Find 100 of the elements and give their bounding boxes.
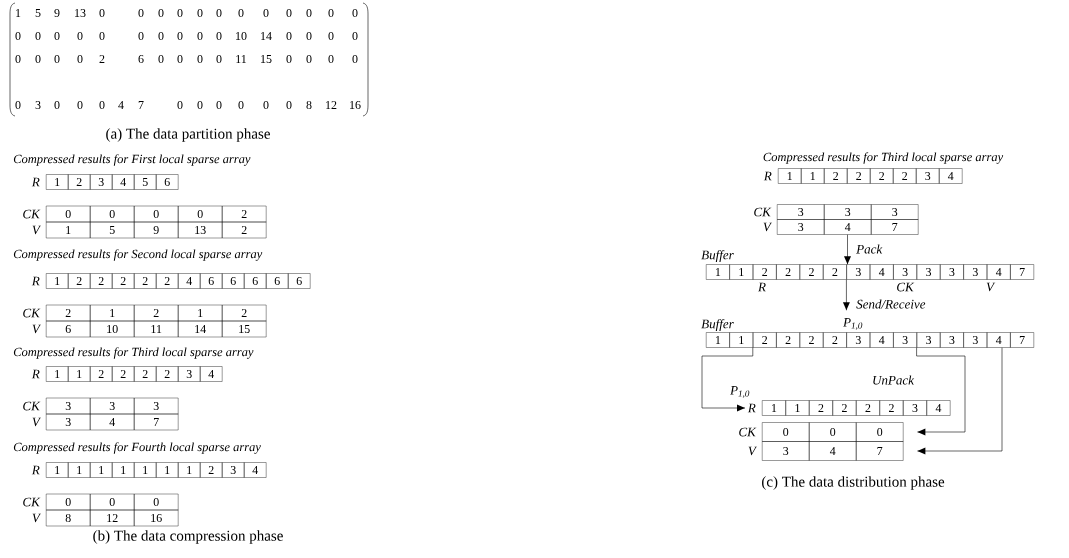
array-cell: 2 (752, 332, 777, 348)
array-cell: 2 (776, 332, 800, 348)
matrix-entry: 0 (15, 31, 21, 41)
array-cell: 0 (90, 205, 135, 223)
matrix-entry: 0 (177, 54, 183, 64)
array-cell: 4 (244, 462, 267, 478)
matrix-entry: 0 (197, 31, 203, 41)
matrix-entry: 0 (328, 31, 334, 41)
array-cell: 1 (729, 264, 754, 280)
array-cell: 2 (847, 168, 871, 184)
array-cell: 2 (776, 264, 800, 280)
matrix-entry: 0 (99, 100, 105, 110)
matrix-entry: 0 (177, 100, 183, 110)
matrix-entry: 0 (238, 100, 244, 110)
process-label: P$_{1,0}$ (843, 318, 863, 330)
row-label: V (748, 446, 758, 456)
array-cell: 2 (46, 304, 91, 322)
row-label: Buffer (701, 319, 734, 331)
array-cell: 3 (222, 462, 245, 478)
matrix-entry: 0 (138, 8, 144, 18)
matrix-entry: 0 (35, 31, 41, 41)
matrix-entry: 0 (263, 8, 269, 18)
array-cell: 1 (68, 366, 91, 382)
array-cell: 2 (134, 273, 157, 289)
array-cell: 7 (1010, 264, 1034, 280)
array-cell: 2 (200, 462, 223, 478)
array-cell: 3 (903, 400, 927, 416)
edge-label: Pack (855, 243, 884, 255)
array-cell: 3 (90, 397, 135, 415)
array-cell: 3 (916, 332, 941, 348)
row-label: R (31, 369, 40, 379)
array-cell: 1 (68, 462, 91, 478)
matrix-entry: 0 (306, 31, 312, 41)
matrix-entry: 14 (261, 32, 272, 40)
section-heading: Compressed results for Third local sparse array (13, 347, 254, 359)
array-cell: 3 (940, 264, 964, 280)
matrix-entry: 0 (77, 100, 83, 110)
array-cell: 1 (178, 462, 201, 478)
array-cell: 12 (90, 509, 135, 527)
array-cell: 1 (46, 174, 69, 190)
array-cell: 1 (729, 332, 754, 348)
arrow (844, 234, 851, 265)
array-cell: 7 (1010, 332, 1034, 348)
process-label: P$_{1,0}$ (730, 386, 750, 398)
matrix-entry: 0 (158, 31, 164, 41)
matrix-entry: 0 (54, 100, 60, 110)
array-cell: 7 (871, 219, 919, 235)
row-label: R (31, 465, 40, 475)
array-cell: 2 (799, 332, 824, 348)
matrix-entry: 0 (352, 54, 358, 64)
array-cell: 4 (986, 332, 1011, 348)
row-label: R (31, 276, 40, 286)
array-cell: 2 (893, 168, 917, 184)
matrix-entry: 0 (35, 54, 41, 64)
matrix-entry: 4 (118, 101, 124, 109)
matrix-entry: 0 (306, 8, 312, 18)
array-cell: 3 (777, 204, 825, 220)
array-cell: 3 (871, 204, 919, 220)
array-cell: 0 (46, 205, 91, 223)
matrix-entry: 0 (306, 54, 312, 64)
array-cell: 2 (156, 273, 179, 289)
array-cell: 1 (801, 168, 825, 184)
array-cell: 6 (156, 174, 179, 190)
array-cell: 9 (134, 221, 179, 239)
step-label: UnPack (873, 375, 915, 385)
array-cell: 4 (90, 413, 135, 431)
array-cell: 0 (90, 493, 135, 511)
array-cell: 2 (832, 400, 857, 416)
matrix-entry: 0 (177, 31, 183, 41)
matrix-entry: 0 (328, 8, 334, 18)
array-cell: 2 (879, 400, 904, 416)
matrix-entry: 0 (216, 8, 222, 18)
matrix-entry: 0 (99, 8, 105, 18)
array-cell: 2 (222, 221, 267, 239)
row-label: V (763, 222, 773, 232)
array-cell: 2 (90, 366, 113, 382)
array-cell: 1 (46, 462, 69, 478)
matrix-entry: 0 (286, 54, 292, 64)
row-label: R (747, 403, 756, 413)
array-cell: 0 (46, 493, 91, 511)
array-cell: 3 (134, 397, 179, 415)
array-cell: 2 (68, 174, 91, 190)
matrix-entry: 0 (216, 54, 222, 64)
array-cell: 11 (134, 320, 179, 338)
array-cell: 16 (134, 509, 179, 527)
array-cell: 0 (134, 493, 179, 511)
matrix-entry: 0 (99, 31, 105, 41)
array-cell: 1 (90, 304, 135, 322)
matrix-entry: 0 (197, 100, 203, 110)
matrix-entry: 3 (35, 100, 41, 110)
row-label: CK (23, 209, 41, 219)
matrix-entry: 0 (238, 8, 244, 18)
array-cell: 2 (134, 304, 179, 322)
array-cell: 4 (986, 264, 1011, 280)
array-cell: 3 (916, 168, 940, 184)
matrix-entry: 13 (75, 8, 86, 18)
row-label: V (32, 225, 42, 235)
matrix-entry: 0 (352, 8, 358, 18)
row-label: V (32, 513, 42, 523)
array-cell: 13 (178, 221, 223, 239)
